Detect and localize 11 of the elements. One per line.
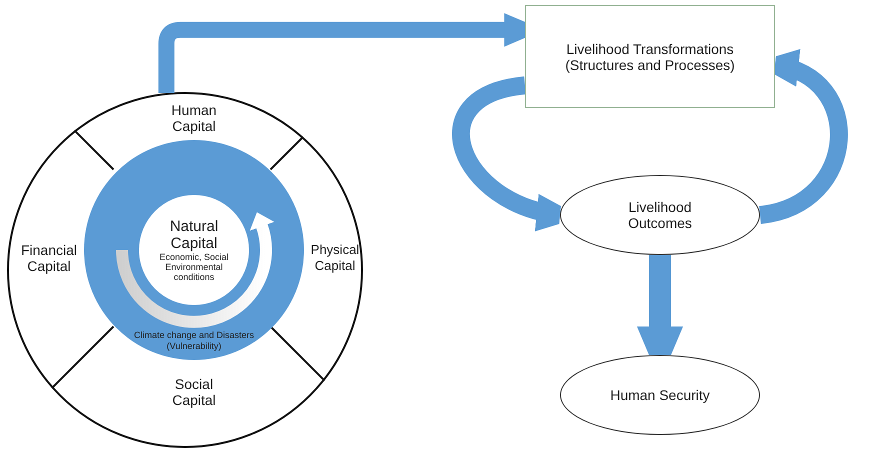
process-box <box>525 5 775 108</box>
capital-label: Financial Capital <box>17 242 81 274</box>
body-text: Economic, Social Environmental conditions <box>158 252 230 282</box>
node-label: Livelihood Transformations (Structures and Processes) <box>564 40 736 72</box>
capital-label: Social Capital <box>159 376 229 408</box>
node-label: Human Security <box>610 387 710 403</box>
heading-text: Natural Capital <box>168 218 220 252</box>
ring-label: Climate change and Disasters (Vulnerability) <box>132 330 256 352</box>
node-label: Livelihood Outcomes <box>627 199 693 231</box>
capital-label: Physical Capital <box>307 242 363 274</box>
capital-label: Human Capital <box>159 102 229 134</box>
